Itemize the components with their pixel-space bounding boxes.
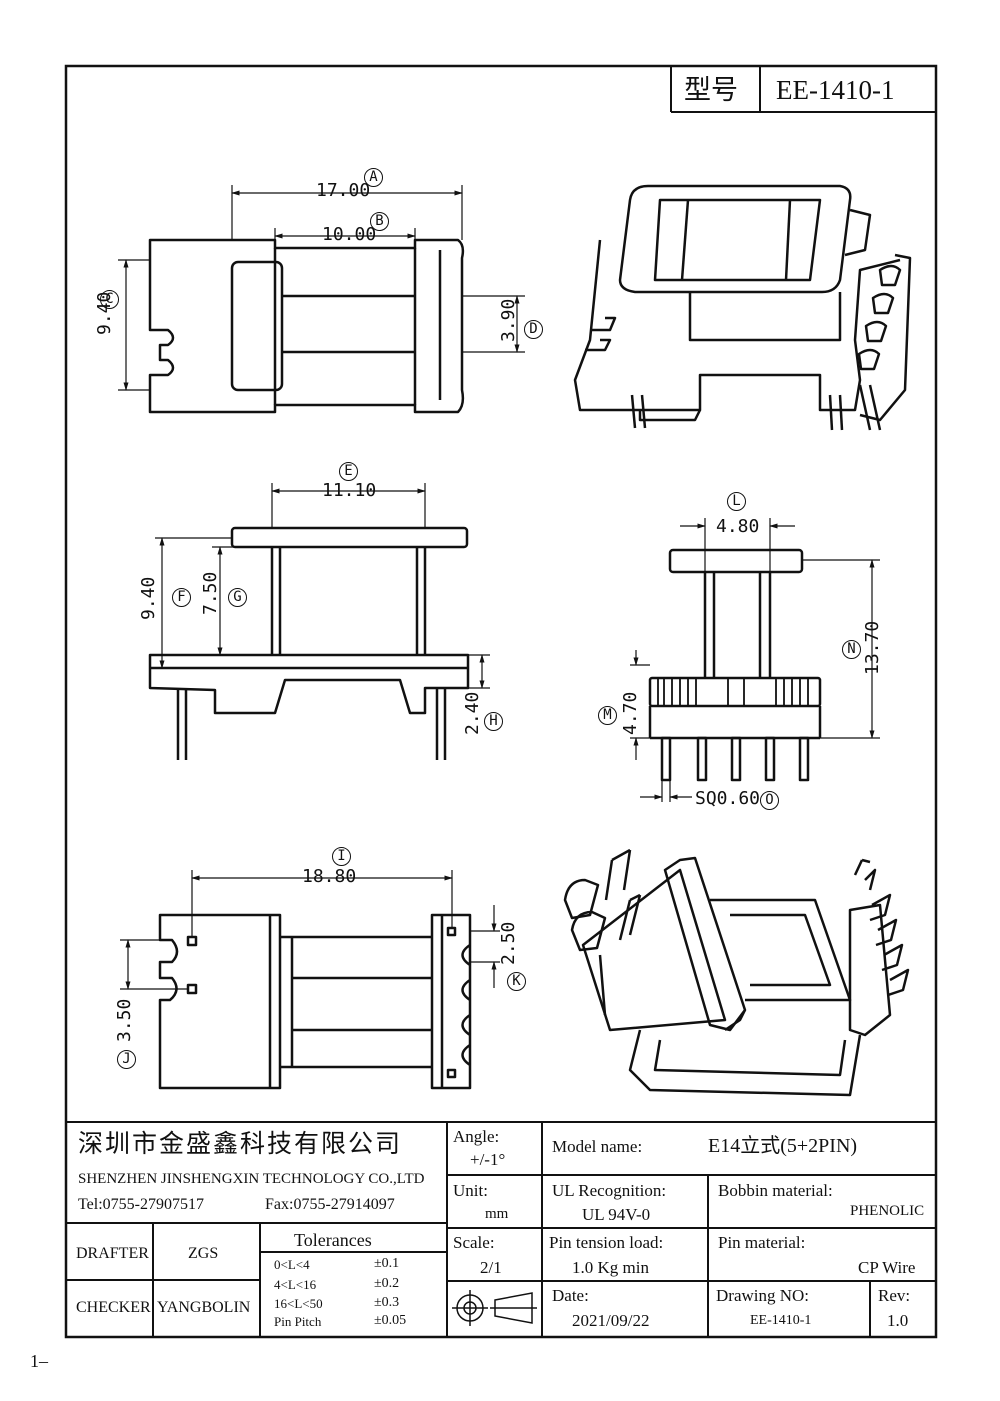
company-tel: Tel:0755-27907517 [78,1196,204,1213]
dim-B-letter: B [370,212,389,231]
dim-G-letter: G [228,588,247,607]
projection-symbol-icon [452,1290,537,1326]
top-view-dims [118,185,525,391]
side-view [648,548,822,782]
dim-G-value: 7.50 [200,571,221,615]
pin-material-label: Pin material: [718,1233,806,1252]
dim-J-value: 3.50 [114,998,135,1042]
bottom-view [158,913,472,1090]
isometric-view-lower [563,848,910,1097]
dim-I-letter: I [332,847,351,866]
unit-label: Unit: [453,1181,488,1200]
dim-J-letter: J [117,1050,136,1069]
model-name-label: Model name: [552,1137,643,1156]
angle-label: Angle: [453,1127,500,1146]
rev-value: 1.0 [887,1311,909,1330]
drawing-no-label: Drawing NO: [716,1286,810,1305]
dim-N-letter: N [842,640,861,659]
dim-N-value: 13.70 [862,620,883,675]
dim-E-value: 11.10 [322,480,377,501]
drawing-no-value: EE-1410-1 [750,1313,812,1328]
angle-value: +/-1° [470,1150,506,1169]
bobbin-label: Bobbin material: [718,1181,833,1200]
dim-M-value: 4.70 [620,691,641,735]
tolerance-value: ±0.2 [374,1276,400,1291]
pin-material-value: CP Wire [858,1258,916,1277]
dim-F-letter: F [172,588,191,607]
date-label: Date: [552,1286,589,1305]
bottom-view-dims [120,870,500,990]
dim-L-letter: L [727,492,746,511]
header-model-box [670,66,936,113]
page-footer: 1– [30,1351,48,1371]
dim-H-letter: H [484,712,503,731]
pin-tension-label: Pin tension load: [549,1233,664,1252]
dim-C-letter: C [100,290,119,309]
drafter-value: ZGS [188,1245,219,1262]
dim-I-value: 18.80 [302,866,357,887]
side-view-dims [630,518,880,802]
unit-value: mm [485,1206,509,1222]
ul-label: UL Recognition: [552,1181,667,1200]
dim-M-letter: M [598,706,617,725]
date-value: 2021/09/22 [572,1311,650,1330]
company-name-en: SHENZHEN JINSHENGXIN TECHNOLOGY CO.,LTD [78,1171,425,1187]
dim-A-value: 17.00 [316,180,371,201]
dim-B-value: 10.00 [322,224,377,245]
dim-O-value: SQ0.60 [695,788,761,809]
dim-E-letter: E [339,462,358,481]
top-view [148,238,465,414]
dim-K-letter: K [507,972,526,991]
dim-H-value: 2.40 [462,691,483,735]
dim-A-letter: A [364,168,383,187]
dim-D-letter: D [524,320,543,339]
pin-tension-value: 1.0 Kg min [572,1258,649,1277]
tolerance-value: ±0.3 [374,1295,400,1310]
tolerance-range: 0<L<4 [274,1257,310,1272]
tolerance-value: ±0.1 [374,1256,400,1271]
drafter-label: DRAFTER [76,1245,149,1262]
model-label: 型号 [684,75,738,105]
bobbin-value: PHENOLIC [850,1203,925,1219]
tolerance-range: Pin Pitch [274,1314,322,1329]
drawing-border [64,64,938,1339]
tolerances-title: Tolerances [294,1230,372,1250]
rev-label: Rev: [878,1286,911,1305]
company-fax: Fax:0755-27914097 [265,1196,395,1213]
model-name-value: E14立式(5+2PIN) [708,1135,858,1157]
scale-value: 2/1 [480,1258,502,1277]
checker-label: CHECKER [76,1299,151,1316]
front-view-dims [155,483,490,689]
tolerance-range: 16<L<50 [274,1296,323,1311]
dim-K-value: 2.50 [498,921,519,965]
company-name-cn: 深圳市金盛鑫科技有限公司 [78,1131,403,1158]
dim-D-value: 3.90 [498,298,519,342]
tolerance-range: 4<L<16 [274,1277,317,1292]
front-view [148,526,470,760]
title-block-grid [66,1121,936,1337]
dim-L-value: 4.80 [716,516,760,537]
dim-O-letter: O [760,791,779,810]
scale-label: Scale: [453,1233,495,1252]
ul-value: UL 94V-0 [582,1205,651,1224]
isometric-view-upper [573,184,912,431]
dim-F-value: 9.40 [138,576,159,620]
checker-value: YANGBOLIN [157,1299,251,1316]
tolerance-value: ±0.05 [374,1313,407,1328]
model-value: EE-1410-1 [776,75,895,105]
